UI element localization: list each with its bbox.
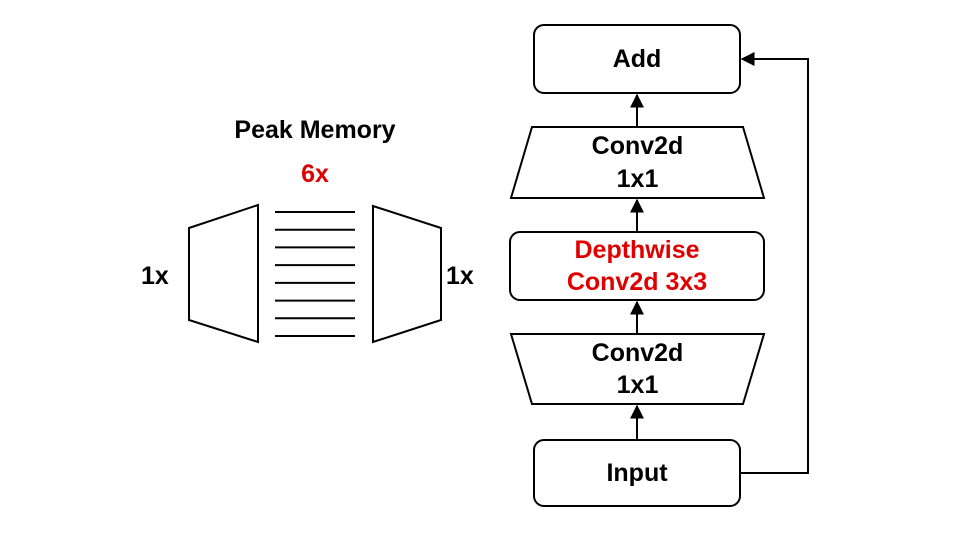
output-trapezoid: [372, 204, 442, 344]
input-trapezoid: [188, 203, 259, 344]
conv-top-line1: Conv2d: [591, 132, 684, 160]
depthwise-label: Depthwise Conv2d 3x3: [510, 232, 764, 300]
depthwise-line2: Conv2d 3x3: [566, 268, 708, 296]
peak-memory-title: Peak Memory: [234, 116, 396, 144]
conv-bottom-line1: Conv2d: [591, 338, 684, 367]
input-ratio-label: 1x: [141, 262, 169, 290]
peak-memory-value: 6x: [301, 160, 329, 188]
input-text: Input: [606, 458, 668, 487]
output-ratio-label: 1x: [446, 262, 474, 290]
input-label: Input: [534, 440, 740, 506]
conv-bottom-label: Conv2d 1x1: [511, 334, 764, 404]
conv-top-label: Conv2d 1x1: [511, 127, 764, 198]
conv-top-line2: 1x1: [616, 164, 659, 193]
depthwise-line1: Depthwise: [574, 235, 700, 264]
conv-bottom-line2: 1x1: [616, 371, 659, 399]
residual-skip-arrow: [740, 52, 809, 474]
conv-top-node: [509, 126, 766, 199]
expanded-channels: [275, 211, 355, 337]
conv-bottom-node: [509, 333, 766, 405]
add-node: [533, 24, 741, 94]
add-label: Add: [534, 25, 740, 93]
add-text: Add: [612, 44, 662, 73]
